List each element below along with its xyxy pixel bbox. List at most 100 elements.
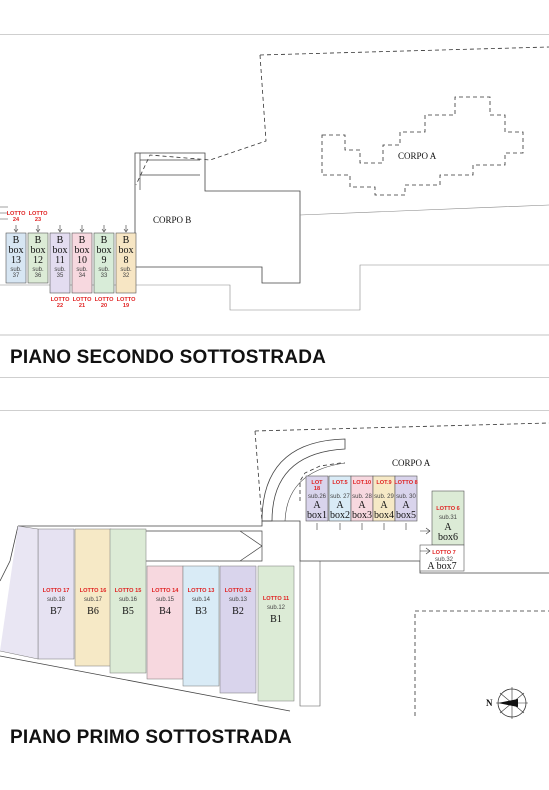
ramp-arrow <box>127 530 263 562</box>
box-block: B <box>35 235 42 246</box>
box-block: B <box>79 235 86 246</box>
box-block: A <box>380 500 388 511</box>
box-word: box <box>97 245 112 256</box>
box-13-fill <box>5 232 27 284</box>
box6-block: A <box>444 522 452 533</box>
unit-B4-fill <box>146 565 184 680</box>
box-sub: sub. <box>98 267 110 273</box>
ramp-lines <box>139 153 200 190</box>
box-box5-fill <box>394 475 418 522</box>
entry-arrow-icon <box>101 225 107 233</box>
unit-B3-fill <box>182 565 220 687</box>
unit-sub: sub.17 <box>84 597 103 603</box>
north-arrow-icon <box>496 687 528 719</box>
service-block <box>299 561 321 707</box>
box7-unit: LOTTO 7 sub.32 A box7 <box>419 544 465 572</box>
box-name: box2 <box>330 510 350 521</box>
unit-lotto: LOTTO 11 <box>263 596 289 602</box>
box-box1-fill <box>305 475 329 522</box>
box7-sub: sub.32 <box>435 557 454 563</box>
box-subnum: 33 <box>101 273 108 279</box>
box-sub: sub. <box>120 267 132 273</box>
north-label: N <box>486 698 493 708</box>
box-word: box <box>119 245 134 256</box>
box-lotto: LOTTO <box>117 297 137 303</box>
box-block: A <box>336 500 344 511</box>
box-lotto: LOT.5 <box>332 480 347 486</box>
box6-lotto: LOTTO 6 <box>436 506 460 512</box>
unit-name: B1 <box>270 614 282 625</box>
entry-arrow-icon <box>123 225 129 233</box>
box-sub: sub.26 <box>308 494 327 500</box>
box-name: box4 <box>374 510 394 521</box>
corpo-a-label: CORPO A <box>392 458 431 468</box>
box7-lotto: LOTTO 7 <box>432 550 456 556</box>
unit-name: B7 <box>50 606 62 617</box>
entry-arrow-icon <box>57 225 63 233</box>
box-number: 13 <box>11 255 21 266</box>
box-word: box <box>75 245 90 256</box>
box-subnum: 34 <box>79 273 86 279</box>
box6-unit: LOTTO 6 sub.31 A box6 <box>431 490 465 546</box>
box-lotto-num: 19 <box>123 303 129 309</box>
box-lotto: LOT.10 <box>353 480 371 486</box>
unit-lotto: LOTTO 15 <box>115 588 142 594</box>
box-lotto: LOT <box>311 480 323 486</box>
unit-sub: sub.16 <box>119 597 138 603</box>
corpo-a-label: CORPO A <box>398 151 437 161</box>
unit-B7-fill <box>37 528 75 660</box>
box6-sub: sub.31 <box>439 515 458 521</box>
unit-lotto: LOTTO 12 <box>225 588 252 594</box>
site-boundary-dashed-2 <box>414 610 549 716</box>
box-lotto: LOTTO <box>51 297 71 303</box>
site-boundary-dashed <box>135 46 549 186</box>
box-block: B <box>57 235 64 246</box>
corpo-b-label: CORPO B <box>153 215 191 225</box>
box-name: box1 <box>307 510 327 521</box>
unit-sub: sub.13 <box>229 597 248 603</box>
box-9-fill <box>93 232 115 294</box>
box-group-top: Bbox13sub.37LOTTO24Bbox12sub.36LOTTO23Bb… <box>5 211 137 309</box>
entry-arrow-icon <box>35 225 41 233</box>
box-sub: sub. 30 <box>396 494 416 500</box>
unit-sub: sub.14 <box>192 597 211 603</box>
box-lotto-num: 21 <box>79 303 85 309</box>
box-subnum: 35 <box>57 273 64 279</box>
box-name: box3 <box>352 510 372 521</box>
unit-lotto: LOTTO 14 <box>152 588 180 594</box>
ramp-area-fill <box>0 525 39 660</box>
box-block: B <box>13 235 20 246</box>
box-lotto: LOTTO <box>95 297 115 303</box>
box-sub: sub. <box>10 267 22 273</box>
unit-B2-fill <box>219 565 257 694</box>
box6-fill <box>431 490 465 546</box>
entry-arrow-icon <box>79 225 85 233</box>
box-sub: sub. <box>32 267 44 273</box>
corpo-b-outline <box>134 152 301 284</box>
box-10-fill <box>71 232 93 294</box>
box-sub: sub. 29 <box>374 494 394 500</box>
box-number: 8 <box>124 255 129 266</box>
box-number: 10 <box>77 255 87 266</box>
box-arrows <box>420 527 431 555</box>
box-lotto: LOTTO <box>7 211 27 217</box>
box6-name: box6 <box>438 532 458 543</box>
unit-name: B6 <box>87 606 99 617</box>
box-sub: sub. <box>76 267 88 273</box>
unit-B1-fill <box>257 565 295 702</box>
box-block: A <box>358 500 366 511</box>
box-lotto-2: 18 <box>314 486 320 492</box>
unit-lotto: LOTTO 17 <box>43 588 70 594</box>
box-number: 11 <box>55 255 65 266</box>
floor-plan-drawing: Bbox13sub.37LOTTO24Bbox12sub.36LOTTO23Bb… <box>0 46 549 336</box>
box-subnum: 36 <box>35 273 42 279</box>
unit-lotto: LOTTO 13 <box>188 588 215 594</box>
box-word: box <box>9 245 24 256</box>
stair-lines <box>0 206 8 220</box>
unit-sub: sub.12 <box>267 605 286 611</box>
corpo-a-outline <box>321 96 524 196</box>
ramp-inner <box>284 462 346 522</box>
